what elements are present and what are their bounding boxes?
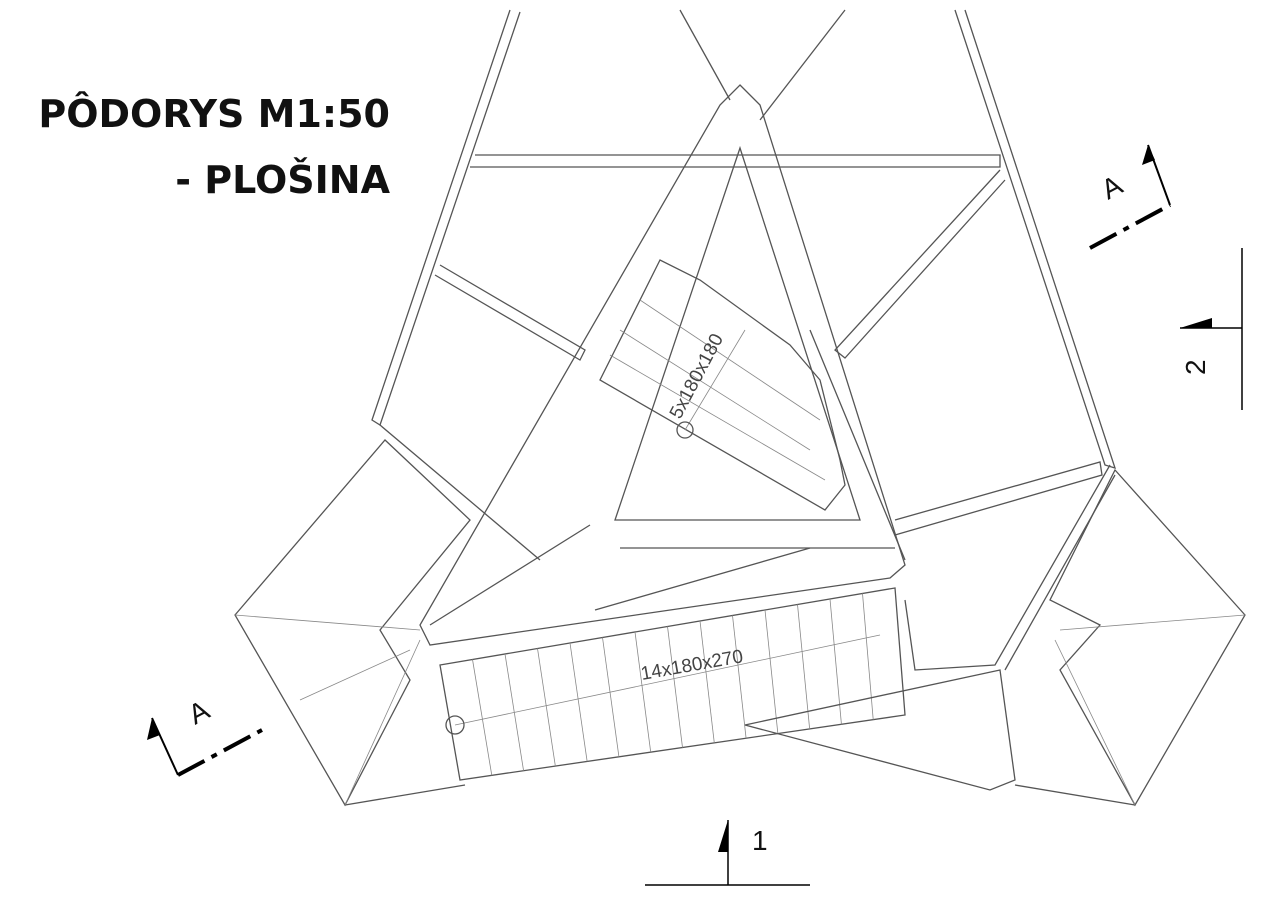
view-marker-1: 1	[645, 820, 810, 886]
section-line-a-bottom: A	[147, 694, 263, 777]
inner-triangle-beams	[419, 84, 906, 646]
stair-tread	[569, 642, 588, 762]
stair-tread	[472, 659, 493, 776]
drawing-subtitle: - PLOŠINA	[175, 158, 390, 202]
stair-tread	[732, 615, 747, 739]
drawing-title: PÔDORYS M1:50	[38, 92, 390, 136]
stair-tread	[667, 626, 683, 748]
stair-tread	[699, 620, 715, 743]
stair-tread	[862, 593, 874, 720]
section-line-a-top: A	[1089, 144, 1171, 250]
stair-tread	[602, 637, 620, 757]
upper-stair: 5x180x180	[599, 259, 846, 511]
stair-tread	[537, 648, 556, 767]
right-wing	[1014, 468, 1246, 807]
section-marker-a-bottom: A	[183, 694, 214, 730]
section-marker-a-top: A	[1096, 169, 1127, 205]
stair-tread	[764, 609, 779, 734]
view-marker-2-label: 2	[1180, 359, 1211, 375]
outer-frame	[371, 9, 1117, 671]
left-wing	[234, 439, 471, 807]
view-marker-2: 2	[1180, 248, 1243, 410]
stair-tread	[797, 604, 811, 729]
lower-stair-label: 14x180x270	[639, 646, 745, 685]
stair-tread	[504, 653, 524, 771]
stair-tread	[829, 598, 842, 725]
upper-stair-label: 5x180x180	[666, 330, 728, 422]
stair-tread	[634, 631, 652, 753]
view-marker-1-label: 1	[752, 825, 768, 856]
lower-stair: 14x180x270	[439, 587, 1016, 791]
